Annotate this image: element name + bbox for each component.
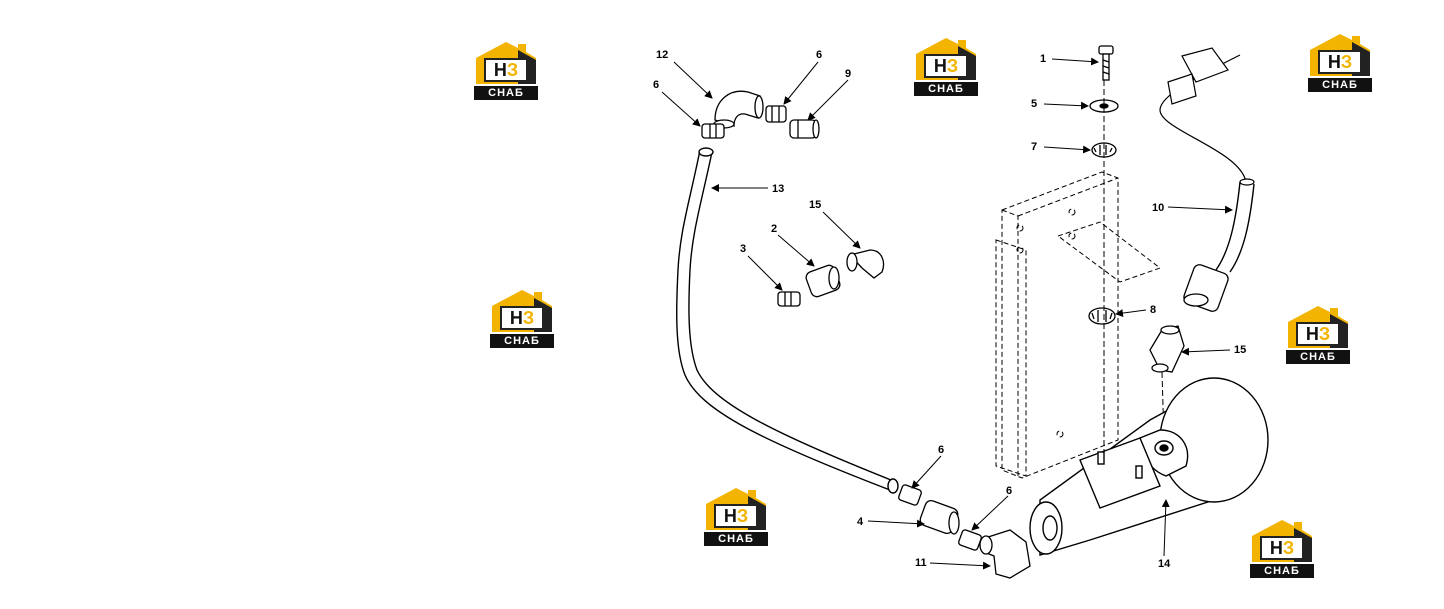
callout-8-top: 6: [816, 49, 822, 61]
logo-letters: НЗ: [500, 306, 544, 330]
elbow-part-11: [979, 529, 1031, 579]
coupling-part-4: [919, 500, 960, 535]
elbow-part-15-top: [846, 249, 885, 279]
logo-caption: СНАБ: [914, 82, 978, 96]
callout-10: 10: [1152, 202, 1164, 214]
callout-5: 5: [1031, 98, 1037, 110]
lockwasher-part-8: [1088, 307, 1116, 325]
logo-letters: НЗ: [1260, 536, 1304, 560]
elbow-part-12: [713, 90, 764, 129]
callout-6-lower-left: 6: [938, 444, 944, 456]
nut-part-6-lower-left: [898, 484, 922, 506]
callout-1: 1: [1040, 53, 1046, 65]
logo-caption: СНАБ: [474, 86, 538, 100]
mounting-bracket-dashed: [995, 171, 1162, 479]
logo-caption: СНАБ: [490, 334, 554, 348]
watermark-logo: НЗ СНАБ: [474, 40, 538, 102]
tube-part-13: [675, 147, 899, 494]
callout-12: 12: [656, 49, 668, 61]
fitting-part-3: [777, 291, 801, 307]
callout-7: 7: [1031, 141, 1037, 153]
logo-letters: НЗ: [1318, 50, 1362, 74]
callout-8: 8: [1150, 304, 1156, 316]
logo-letters: НЗ: [924, 54, 968, 78]
fitting-part-9: [789, 119, 820, 139]
tank-part-14: [1029, 377, 1269, 556]
nut-part-6-lower-right: [958, 529, 982, 551]
hose-part-10: [1159, 47, 1255, 273]
hose-fitting-part-10: [1183, 264, 1229, 312]
callout-6-lower-right: 6: [1006, 485, 1012, 497]
logo-letters: НЗ: [484, 58, 528, 82]
washer-part-5: [1089, 99, 1119, 113]
logo-caption: СНАБ: [704, 532, 768, 546]
callout-6-top: 6: [653, 79, 659, 91]
callout-leaders: [661, 57, 1233, 570]
logo-letters: НЗ: [714, 504, 758, 528]
logo-letters: НЗ: [1296, 322, 1340, 346]
callout-3: 3: [740, 243, 746, 255]
callout-11: 11: [915, 557, 927, 569]
watermark-logo: НЗ СНАБ: [490, 288, 554, 350]
watermark-logo: НЗ СНАБ: [1286, 304, 1350, 366]
elbow-part-15-right: [1149, 325, 1185, 373]
callout-4: 4: [857, 516, 864, 528]
coupling-part-2: [805, 264, 841, 298]
watermark-logo: НЗ СНАБ: [704, 486, 768, 548]
callout-2: 2: [771, 223, 777, 235]
logo-caption: СНАБ: [1286, 350, 1350, 364]
watermark-logo: НЗ СНАБ: [914, 36, 978, 98]
callout-13: 13: [772, 183, 784, 195]
callout-15-mid: 15: [809, 199, 821, 211]
watermark-logo: НЗ СНАБ: [1250, 518, 1314, 580]
callout-15-right: 15: [1234, 344, 1246, 356]
callout-14: 14: [1158, 558, 1171, 570]
logo-caption: СНАБ: [1250, 564, 1314, 578]
logo-caption: СНАБ: [1308, 78, 1372, 92]
bolt-part-1: [1098, 45, 1114, 81]
callout-9: 9: [845, 68, 851, 80]
nut-part-6-right: [765, 105, 787, 123]
watermark-logo: НЗ СНАБ: [1308, 32, 1372, 94]
nut-part-6-top: [701, 123, 725, 139]
